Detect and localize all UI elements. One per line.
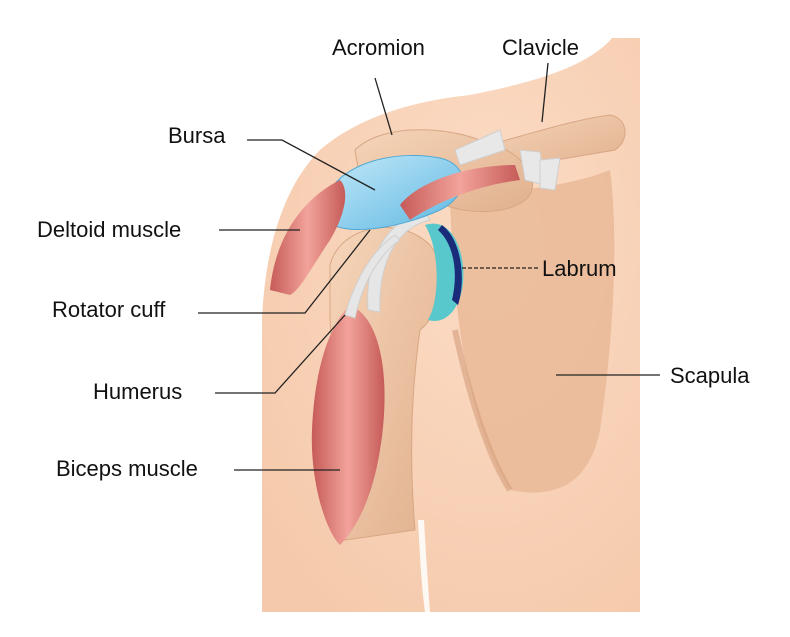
leader-bursa [247,139,376,191]
label-deltoid: Deltoid muscle [37,217,182,242]
labrum-ring [438,225,462,305]
leader-clavicle [541,62,549,123]
leader-lines [198,62,660,471]
leader-rotator-cuff [198,229,371,314]
scapula-blade-edge [452,329,513,492]
label-acromion: Acromion [332,35,425,60]
label-rotator-cuff: Rotator cuff [52,297,166,322]
scapula-shape [450,170,615,493]
label-biceps: Biceps muscle [56,456,198,481]
biceps-muscle [311,305,385,545]
upper-cuff-muscle [400,165,520,220]
label-scapula: Scapula [670,363,750,388]
label-bursa: Bursa [168,123,226,148]
leader-acromion [374,77,393,136]
label-humerus: Humerus [93,379,183,404]
ligament-1 [454,129,506,166]
leader-humerus [215,314,346,394]
biceps-tendon [344,234,401,319]
ligament-3 [539,157,561,191]
label-labrum: Labrum [542,256,617,281]
arm-gap [418,520,430,612]
label-clavicle: Clavicle [502,35,580,60]
deltoid-muscle [270,180,346,295]
